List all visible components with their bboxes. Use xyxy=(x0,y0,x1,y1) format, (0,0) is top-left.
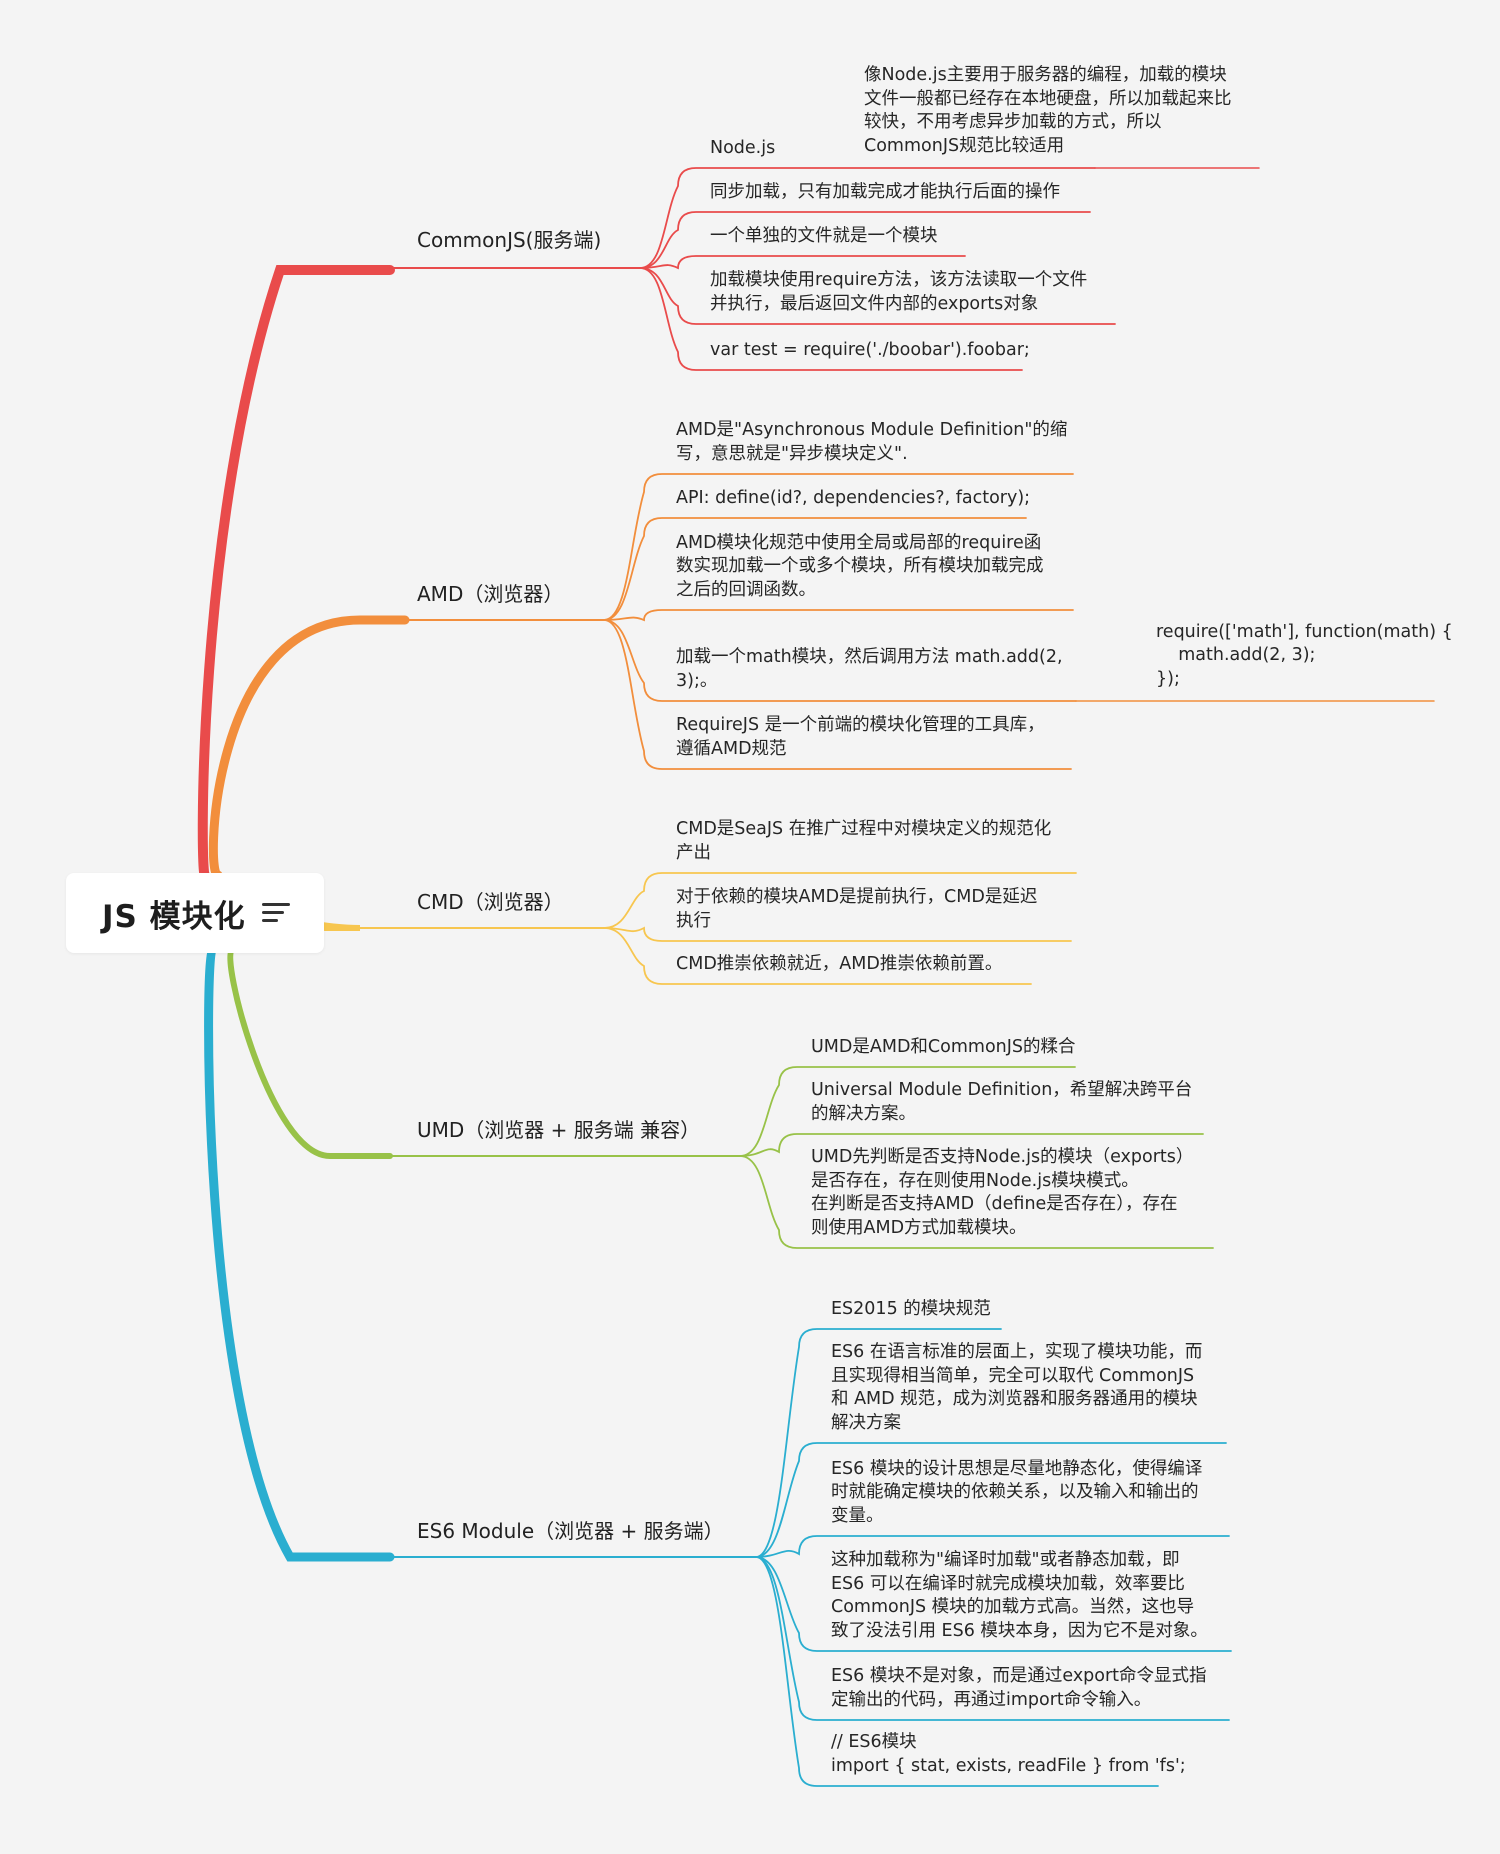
leaf-cmd-0[interactable]: CMD是SeaJS 在推广过程中对模块定义的规范化 产出 xyxy=(676,819,1052,863)
leaf-commonjs-1[interactable]: 同步加载，只有加载完成才能执行后面的操作 xyxy=(710,181,1060,202)
leaf-es6-3[interactable]: 这种加载称为"编译时加载"或者静态加载，即 ES6 可以在编译时就完成模块加载，… xyxy=(831,1550,1208,1641)
root-node[interactable]: JS 模块化 xyxy=(66,873,324,953)
leaf-connector-commonjs-1 xyxy=(639,211,1091,269)
leaf-commonjs-2[interactable]: 一个单独的文件就是一个模块 xyxy=(710,225,938,246)
leaf-connector-amd-4 xyxy=(603,619,1072,770)
leaf-connector-umd-2 xyxy=(739,1155,1214,1249)
leaf-connector-es6-3 xyxy=(755,1556,1232,1652)
trunk-es6 xyxy=(204,945,395,1562)
leaf-amd-4[interactable]: RequireJS 是一个前端的模块化管理的工具库， 遵循AMD规范 xyxy=(676,715,1045,759)
leaf-amd-3[interactable]: 加载一个math模块，然后调用方法 math.add(2, 3);。 xyxy=(676,647,1063,691)
leaf-cmd-1[interactable]: 对于依赖的模块AMD是提前执行，CMD是延迟 执行 xyxy=(676,887,1038,931)
leaf-connector-commonjs-2 xyxy=(639,255,966,270)
leaf-connector-cmd-1 xyxy=(603,926,1072,942)
leaf-connector-umd-0 xyxy=(739,1066,1076,1157)
leaf-es6-2[interactable]: ES6 模块的设计思想是尽量地静态化，使得编译 时就能确定模块的依赖关系，以及输… xyxy=(831,1458,1203,1526)
leaf-umd-1[interactable]: Universal Module Definition，希望解决跨平台 的解决方… xyxy=(811,1080,1193,1124)
trunk-amd xyxy=(208,615,410,880)
branch-label-amd[interactable]: AMD（浏览器） xyxy=(417,582,564,606)
leaf-umd-0[interactable]: UMD是AMD和CommonJS的糅合 xyxy=(811,1036,1076,1057)
trunk-commonjs xyxy=(197,265,395,881)
leaf-connector-commonjs-3 xyxy=(639,267,1116,325)
leaf-connector-commonjs-0 xyxy=(639,167,1096,269)
leaf-connector-amd-2 xyxy=(603,609,1074,622)
leaf-amd-1[interactable]: API: define(id?, dependencies?, factory)… xyxy=(676,487,1031,508)
leaf-umd-2[interactable]: UMD先判断是否支持Node.js的模块（exports） 是否存在，存在则使用… xyxy=(811,1147,1194,1238)
menu-lines-icon[interactable] xyxy=(261,901,290,925)
leaf-es6-5[interactable]: // ES6模块 import { stat, exists, readFile… xyxy=(831,1732,1186,1776)
leaf-connector-es6-5 xyxy=(755,1556,1159,1787)
leaf-connector-es6-0 xyxy=(755,1328,1002,1558)
branch-label-commonjs[interactable]: CommonJS(服务端) xyxy=(417,228,602,252)
leaf-es6-4[interactable]: ES6 模块不是对象，而是通过export命令显式指 定输出的代码，再通过imp… xyxy=(831,1666,1207,1710)
leaf-commonjs-3[interactable]: 加载模块使用require方法，该方法读取一个文件 并执行，最后返回文件内部的e… xyxy=(710,270,1088,314)
leaf-connector-es6-4 xyxy=(755,1556,1230,1721)
leaf-commonjs-0[interactable]: Node.js xyxy=(710,137,776,158)
leaf-cmd-2[interactable]: CMD推崇依赖就近，AMD推崇依赖前置。 xyxy=(676,953,1003,974)
leaf-connector-es6-1 xyxy=(755,1442,1227,1558)
leaf-connector-amd-1 xyxy=(603,517,1027,621)
leaf-connector-es6-2 xyxy=(755,1535,1230,1558)
leaf-connector-cmd-2 xyxy=(603,927,1032,985)
leaf-es6-0[interactable]: ES2015 的模块规范 xyxy=(831,1298,991,1319)
branch-label-cmd[interactable]: CMD（浏览器） xyxy=(417,890,564,914)
leaf-amd-2[interactable]: AMD模块化规范中使用全局或局部的require函 数实现加载一个或多个模块，所… xyxy=(676,532,1044,600)
nodejs-note[interactable]: 像Node.js主要用于服务器的编程，加载的模块 文件一般都已经存在本地硬盘，所… xyxy=(864,65,1232,156)
leaf-connector-amd-3 xyxy=(603,619,1077,702)
math-code-note[interactable]: require(['math'], function(math) { math.… xyxy=(1156,621,1453,689)
leaf-connector-amd-0 xyxy=(603,473,1074,621)
leaf-connector-cmd-0 xyxy=(603,872,1077,929)
leaf-connector-umd-1 xyxy=(739,1133,1204,1157)
trunk-umd xyxy=(227,947,393,1159)
leaf-es6-1[interactable]: ES6 在语言标准的层面上，实现了模块功能，而 且实现得相当简单，完全可以取代 … xyxy=(831,1342,1203,1433)
branch-label-es6[interactable]: ES6 Module（浏览器 + 服务端） xyxy=(417,1519,724,1543)
leaf-connector-commonjs-4 xyxy=(639,267,1023,371)
root-title: JS 模块化 xyxy=(102,898,246,935)
branch-label-umd[interactable]: UMD（浏览器 + 服务端 兼容） xyxy=(417,1118,701,1142)
leaf-commonjs-4[interactable]: var test = require('./boobar').foobar; xyxy=(710,339,1030,360)
leaf-amd-0[interactable]: AMD是"Asynchronous Module Definition"的缩 写… xyxy=(676,420,1068,464)
